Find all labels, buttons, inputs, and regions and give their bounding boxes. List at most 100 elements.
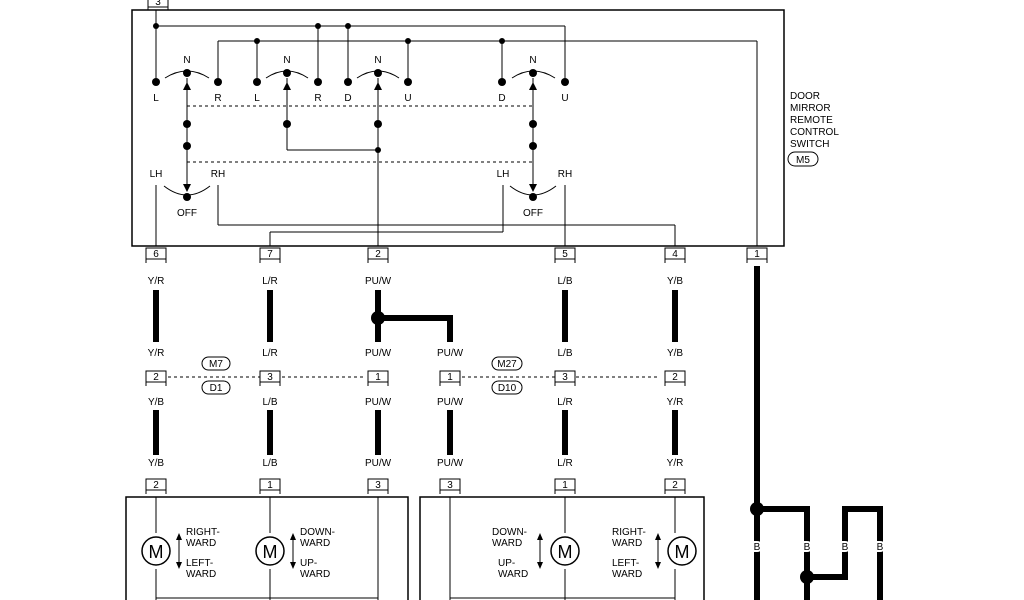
ground-label: B [804, 542, 811, 553]
switch-pin-number: 4 [672, 249, 678, 260]
door-mirror-remote-control-switch: 3 [131, 0, 785, 247]
junction-label-above: Y/B [667, 348, 683, 359]
junction-label-below: L/B [262, 397, 277, 408]
ground-wire-labels: B B B B [752, 540, 886, 555]
junction-label-above: PU/W [365, 348, 392, 359]
junction-pin: 2 [664, 370, 686, 386]
contact-label-lh: LH [150, 169, 163, 180]
ground-label: B [754, 542, 761, 553]
switch-pin-number: 1 [754, 249, 760, 260]
motor-right-2: M [667, 536, 697, 566]
junction-id: M27 [497, 359, 517, 370]
motor-pin: 2 [664, 478, 686, 494]
switch-title-line: REMOTE [790, 115, 833, 126]
junction-label-below: PU/W [437, 397, 464, 408]
motor-pin-number: 2 [672, 480, 678, 491]
motor-symbol: M [558, 542, 573, 562]
switch-connector-badge [787, 151, 819, 167]
switch-pin: 5 [554, 247, 576, 263]
switch-pin: 2 [367, 247, 389, 263]
switch-pin-number: 7 [267, 249, 273, 260]
junction-id: D10 [498, 383, 517, 394]
junction-label-below: Y/B [148, 397, 164, 408]
dir-label: WARD [186, 538, 216, 549]
junction-id: D1 [210, 383, 223, 394]
motor-pin: 3 [367, 478, 389, 494]
switch-title: DOOR MIRROR REMOTE CONTROL SWITCH [790, 91, 839, 150]
junction-pin: 1 [367, 370, 389, 386]
contact-label-n: N [374, 55, 381, 66]
switch-pin: 1 [746, 247, 768, 263]
wire-label: L/R [262, 276, 278, 287]
motor-left-1: M [141, 536, 171, 566]
wire-label: L/B [262, 458, 277, 469]
contact-label-r: R [214, 93, 221, 104]
dir-label: RIGHT- [612, 527, 646, 538]
dir-label: LEFT- [612, 558, 639, 569]
switch-title-line: MIRROR [790, 103, 831, 114]
junction-pin-number: 2 [153, 372, 159, 383]
wire-label: L/R [557, 458, 573, 469]
switch-top-pin-number: 3 [155, 0, 161, 8]
junction-connectors: 2 3 1 1 3 2 [145, 370, 686, 386]
wire-label: Y/B [667, 276, 683, 287]
direction-arrows [176, 533, 661, 569]
switch-contact-labels: L R N L R N D U N D U N LH RH OFF LH RH … [150, 55, 573, 219]
junction-labels: Y/R L/R PU/W PU/W L/B Y/B Y/B L/B PU/W P… [148, 348, 684, 408]
lower-wire-labels: Y/B L/B PU/W PU/W L/R Y/R [148, 458, 683, 469]
switch-pin: 6 [145, 247, 167, 263]
contact-label-n: N [283, 55, 290, 66]
motor-pin: 1 [259, 478, 281, 494]
upper-wire-labels: Y/R L/R PU/W L/B Y/B B [148, 276, 761, 287]
junction-pin: 3 [554, 370, 576, 386]
contact-label-n: N [529, 55, 536, 66]
switch-pin-number: 5 [562, 249, 568, 260]
wire-label: PU/W [437, 458, 464, 469]
wire-label: PU/W [365, 458, 392, 469]
junction-pin: 3 [259, 370, 281, 386]
wire-label: L/B [557, 276, 572, 287]
contact-label-l: L [153, 93, 159, 104]
junction-label-above: Y/R [148, 348, 165, 359]
junction-pin: 2 [145, 370, 167, 386]
contact-label-d: D [498, 93, 505, 104]
contact-label-d: D [344, 93, 351, 104]
switch-title-line: CONTROL [790, 127, 839, 138]
dir-label: DOWN- [300, 527, 335, 538]
dir-label: WARD [498, 569, 528, 580]
contact-label-off: OFF [177, 208, 197, 219]
switch-pin-number: 6 [153, 249, 159, 260]
junction-label-above: PU/W [437, 348, 464, 359]
contact-label-r: R [314, 93, 321, 104]
dir-label: WARD [186, 569, 216, 580]
contact-label-rh: RH [211, 169, 225, 180]
junction-label-below: PU/W [365, 397, 392, 408]
switch-pin: 7 [259, 247, 281, 263]
wire-label: PU/W [365, 276, 392, 287]
junction-id: M7 [209, 359, 223, 370]
motor-pin: 2 [145, 478, 167, 494]
contact-label-l: L [254, 93, 260, 104]
dir-label: UP- [498, 558, 515, 569]
motor-pin-number: 2 [153, 480, 159, 491]
motor-pin-number: 3 [375, 480, 381, 491]
wire-label: B [754, 276, 761, 287]
junction-pin-number: 1 [447, 372, 453, 383]
motor-left-2: M [255, 536, 285, 566]
contact-label-off: OFF [523, 208, 543, 219]
dir-label: DOWN- [492, 527, 527, 538]
dir-label: WARD [300, 569, 330, 580]
motor-pin-number: 1 [562, 480, 568, 491]
dir-label: LEFT- [186, 558, 213, 569]
contact-label-n: N [183, 55, 190, 66]
contact-label-u: U [561, 93, 568, 104]
switch-pin: 4 [664, 247, 686, 263]
junction-label-above: L/B [557, 348, 572, 359]
junction-pin-number: 3 [562, 372, 568, 383]
junction-pin: 1 [439, 370, 461, 386]
junction-pin-number: 2 [672, 372, 678, 383]
motor-pin-number: 3 [447, 480, 453, 491]
contact-label-rh: RH [558, 169, 572, 180]
switch-internal-wiring [155, 10, 758, 246]
dir-label: WARD [612, 538, 642, 549]
